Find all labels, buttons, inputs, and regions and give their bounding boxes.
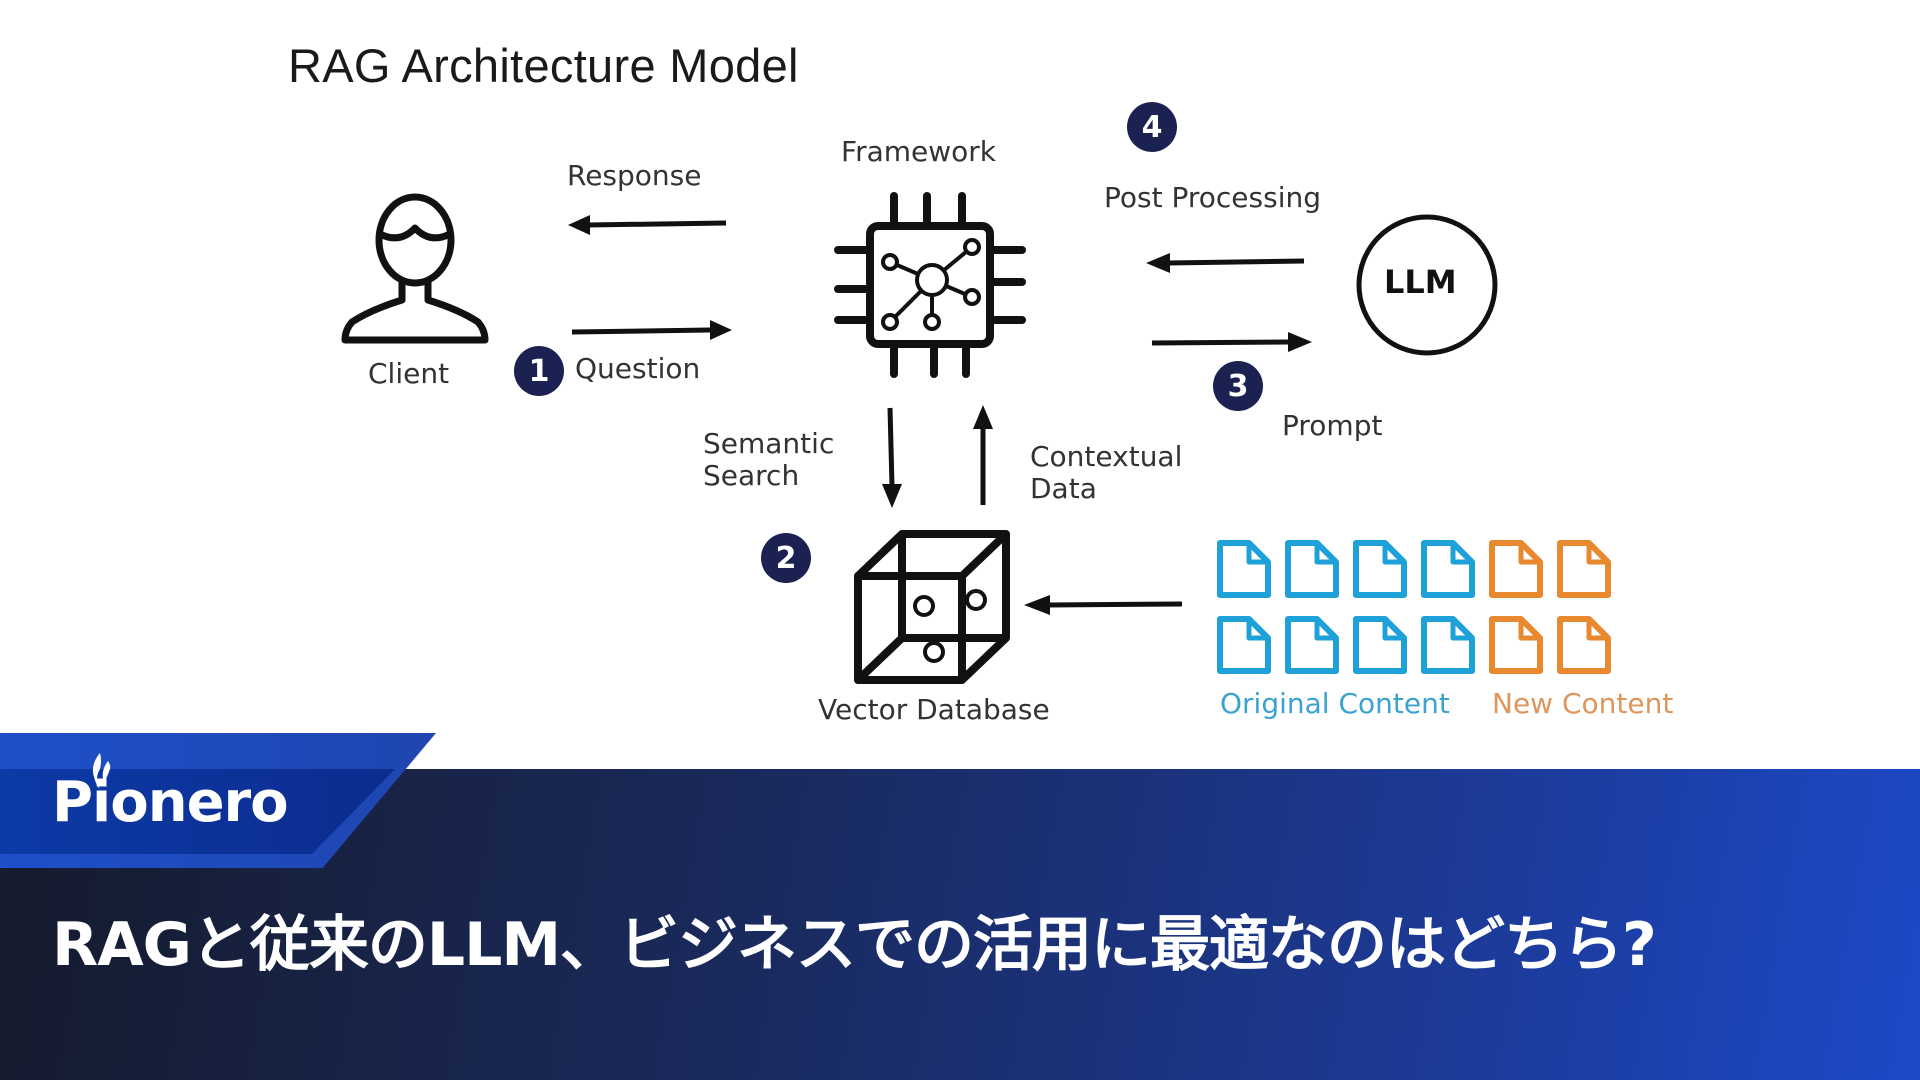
brand-logo: Pionero — [52, 770, 289, 835]
original-content-label: Original Content — [1220, 687, 1450, 720]
contextual-data-label: Contextual Data — [1030, 440, 1183, 506]
vector-database-label: Vector Database — [818, 693, 1050, 726]
new-content-document-icon — [1489, 540, 1543, 598]
semantic-search-label: Semantic Search — [703, 427, 835, 493]
original-content-document-icon — [1285, 540, 1339, 598]
client-label: Client — [368, 357, 450, 390]
original-content-document-icon — [1353, 540, 1407, 598]
llm-label: LLM — [1384, 263, 1457, 301]
post-processing-label: Post Processing — [1104, 181, 1321, 214]
contextual-data-line1: Contextual — [1030, 440, 1183, 473]
step-3-badge: 3 — [1213, 361, 1263, 411]
llm-circle-icon — [1356, 214, 1498, 356]
new-content-document-icon — [1557, 540, 1611, 598]
new-content-label: New Content — [1492, 687, 1674, 720]
contextual-data-line2: Data — [1030, 472, 1097, 506]
response-arrow — [568, 215, 727, 235]
semantic-search-arrow — [882, 407, 902, 508]
original-content-document-icon — [1353, 616, 1407, 674]
content-documents-grid — [1215, 538, 1635, 678]
original-content-document-icon — [1217, 540, 1271, 598]
framework-label: Framework — [841, 135, 996, 168]
prompt-label: Prompt — [1282, 409, 1383, 442]
original-content-document-icon — [1421, 540, 1475, 598]
article-headline: RAGと従来のLLM、ビジネスでの活用に最適なのはどちら? — [52, 910, 1657, 980]
diagram-title: RAG Architecture Model — [288, 39, 799, 92]
response-label: Response — [567, 159, 702, 192]
semantic-search-line2: Search — [703, 459, 800, 493]
original-content-document-icon — [1217, 616, 1271, 674]
semantic-search-line1: Semantic — [703, 427, 835, 460]
step-4-badge: 4 — [1127, 102, 1177, 152]
contextual-data-arrow — [973, 405, 993, 505]
new-content-document-icon — [1557, 616, 1611, 674]
question-arrow — [571, 320, 732, 340]
flame-logo-icon — [92, 753, 111, 789]
step-2-badge: 2 — [761, 533, 811, 583]
post-processing-arrow — [1146, 253, 1305, 273]
ingest-arrow — [1024, 595, 1183, 615]
original-content-document-icon — [1285, 616, 1339, 674]
vector-database-cube-icon — [854, 530, 1010, 684]
original-content-document-icon — [1421, 616, 1475, 674]
new-content-document-icon — [1489, 616, 1543, 674]
framework-chip-icon — [834, 192, 1026, 378]
question-label: Question — [575, 352, 701, 385]
client-person-icon — [341, 193, 489, 344]
prompt-arrow — [1151, 332, 1312, 352]
step-1-badge: 1 — [514, 346, 564, 396]
